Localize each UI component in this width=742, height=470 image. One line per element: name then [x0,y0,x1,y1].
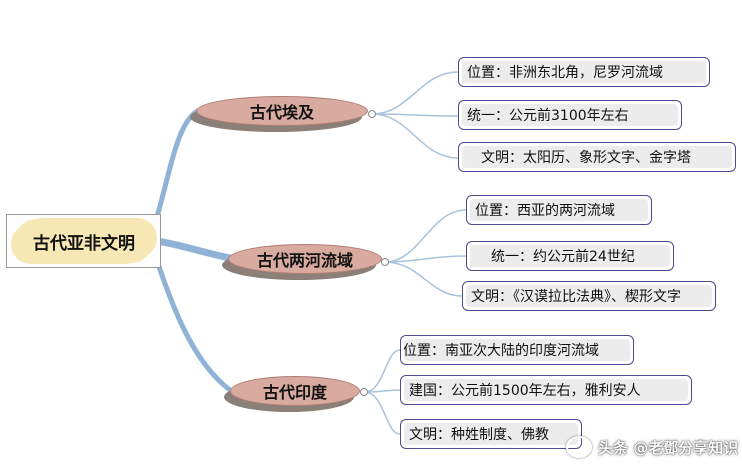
leaf-egypt-civilization[interactable]: 文明：太阳历、象形文字、金字塔 [458,142,736,172]
leaf-india-location[interactable]: 位置：南亚次大陆的印度河流域 [400,335,634,365]
connector-egypt-2 [371,113,459,117]
connector-india-2 [363,389,401,393]
collapse-knob-egypt[interactable] [368,110,376,118]
watermark: 头条 @老鄧分享知识 [566,434,738,460]
watermark-text: 头条 @老鄧分享知识 [598,438,739,457]
connector-egypt-3 [371,113,459,159]
connector-india-3 [363,391,401,435]
leaf-india-founding[interactable]: 建国：公元前1500年左右，雅利安人 [400,375,692,405]
connector-meso-1 [384,209,467,263]
root-node-label: 古代亚非文明 [17,221,151,261]
connector-root-meso [146,236,234,262]
leaf-india-civilization[interactable]: 文明：种姓制度、佛教 [400,419,582,449]
branch-node-india[interactable]: 古代印度 [224,376,360,412]
leaf-egypt-location[interactable]: 位置：非洲东北角，尼罗河流域 [458,57,710,87]
connector-meso-2 [384,255,467,263]
connector-egypt-1 [371,71,459,115]
connector-meso-3 [384,261,463,297]
root-node[interactable]: 古代亚非文明 [6,214,161,268]
branch-label-mesopotamia: 古代两河流域 [256,251,353,270]
leaf-meso-civilization[interactable]: 文明：《汉谟拉比法典》、楔形文字 [462,281,716,311]
connector-india-1 [363,349,401,393]
branch-node-mesopotamia[interactable]: 古代两河流域 [222,244,382,280]
leaf-egypt-unification[interactable]: 统一：公元前3100年左右 [458,100,682,130]
collapse-knob-india[interactable] [360,388,368,396]
leaf-meso-location[interactable]: 位置：西亚的两河流域 [466,195,652,225]
connector-root-india [147,237,233,393]
branch-node-egypt[interactable]: 古代埃及 [190,96,368,132]
leaf-meso-unification[interactable]: 统一：约公元前24世纪 [466,241,674,271]
branch-label-egypt: 古代埃及 [249,103,314,122]
branch-label-india: 古代印度 [262,383,327,402]
collapse-knob-mesopotamia[interactable] [381,258,389,266]
watermark-logo-icon [566,436,592,458]
